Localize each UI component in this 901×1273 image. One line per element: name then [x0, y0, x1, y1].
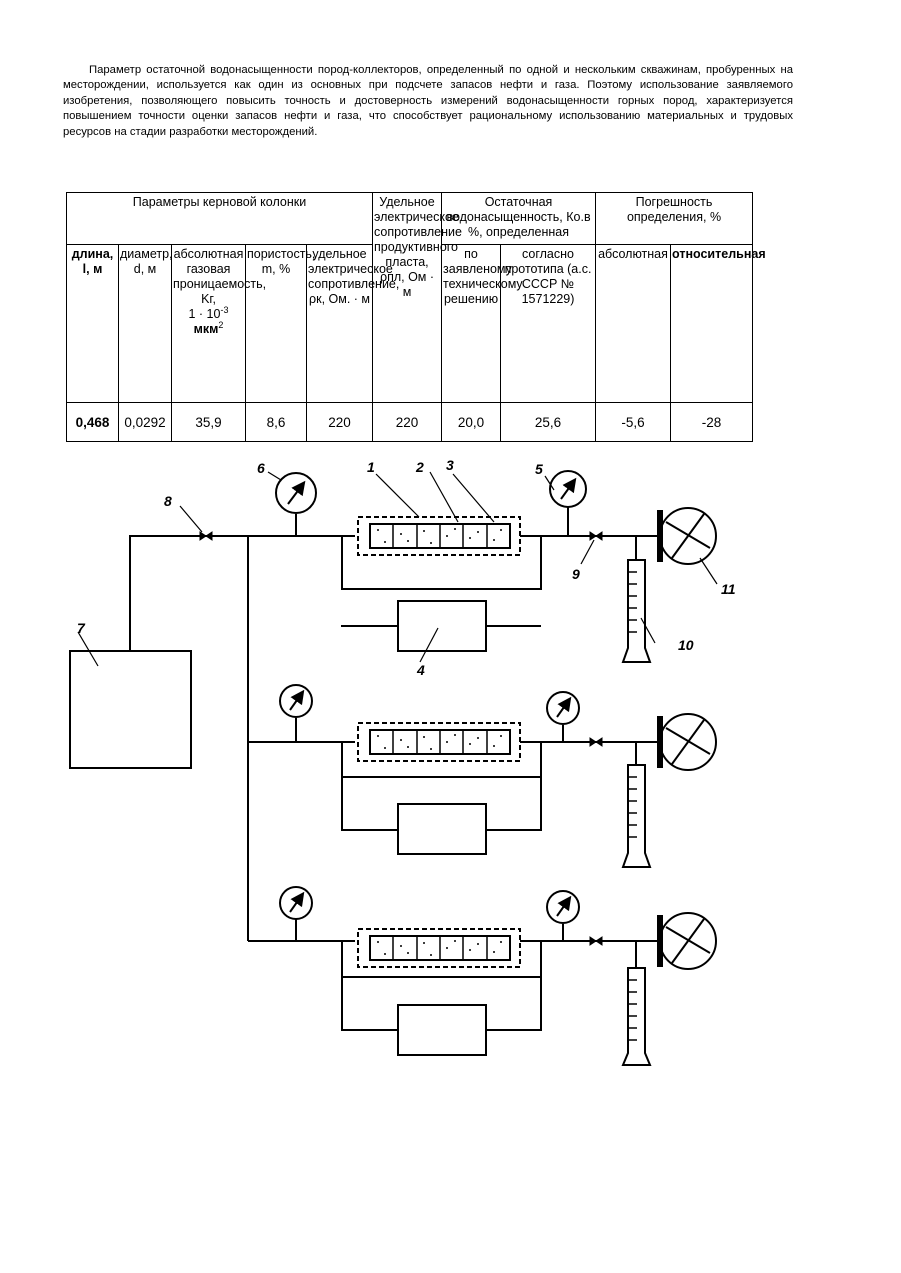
meter-2: [398, 804, 486, 854]
cell-permeability: 35,9: [172, 403, 246, 442]
table-row: 0,468 0,0292 35,9 8,6 220 220 20,0 25,6 …: [67, 403, 753, 442]
body-paragraph: Параметр остаточной водонасыщенности пор…: [63, 63, 793, 140]
header-permeability: абсолютная газовая проницаемость, Kг,1 ·…: [172, 245, 246, 403]
label-2: 2: [415, 459, 424, 475]
label-10: 10: [678, 637, 694, 653]
electric-loop-2: [342, 742, 541, 777]
results-table: Параметры керновой колонки Удельное элек…: [66, 192, 753, 442]
cell-relative: -28: [671, 403, 753, 442]
electric-loop-1: [342, 536, 541, 589]
core-holder-3: [358, 929, 520, 967]
header-core-resistance: удельное электрическое сопротивление, ρк…: [307, 245, 373, 403]
header-specific-resistance: Удельное электрическое сопротивление про…: [373, 193, 442, 403]
cell-core-resistance: 220: [307, 403, 373, 442]
cell-specific-resistance: 220: [373, 403, 442, 442]
label-1: 1: [367, 459, 375, 475]
label-6: 6: [257, 460, 265, 476]
header-by-solution: по заявленому техническому решению: [442, 245, 501, 403]
permeability-unit-sq: 2: [218, 320, 223, 330]
permeability-unit-exp: -3: [220, 305, 228, 315]
header-by-prototype: согласно прототипа (а.с. СССР № 1571229): [501, 245, 596, 403]
core-holder-2: [358, 723, 520, 761]
label-4: 4: [416, 662, 425, 678]
label-7: 7: [77, 620, 86, 636]
header-absolute: абсолютная: [596, 245, 671, 403]
label-3: 3: [446, 457, 454, 473]
body-paragraph-text: Параметр остаточной водонасыщенности пор…: [63, 64, 793, 138]
graduated-cylinder-10: [623, 560, 650, 662]
label-9: 9: [572, 566, 580, 582]
permeability-unit-label: мкм: [194, 322, 219, 336]
permeability-unit-base: 1 · 10: [189, 307, 221, 321]
cell-diameter: 0,0292: [119, 403, 172, 442]
meter-3: [398, 1005, 486, 1055]
cell-porosity: 8,6: [246, 403, 307, 442]
header-residual-saturation: Остаточная водонасыщенность, Ко.в %, опр…: [442, 193, 596, 245]
header-error: Погрешность определения, %: [596, 193, 753, 245]
label-5: 5: [535, 461, 543, 477]
header-core-params: Параметры керновой колонки: [67, 193, 373, 245]
graduated-cylinder-2: [623, 765, 650, 867]
label-8: 8: [164, 493, 172, 509]
meter-4: [398, 601, 486, 651]
cell-absolute: -5,6: [596, 403, 671, 442]
header-porosity: пористость, m, %: [246, 245, 307, 403]
cell-by-solution: 20,0: [442, 403, 501, 442]
label-11: 11: [721, 581, 736, 597]
gas-source-7: [70, 651, 191, 768]
supply-pipe: [130, 536, 355, 651]
cell-by-prototype: 25,6: [501, 403, 596, 442]
apparatus-diagram: 1 2 3 4 5 6 7 8 9 10 11: [0, 450, 901, 1080]
table-group-header-row: Параметры керновой колонки Удельное элек…: [67, 193, 753, 245]
header-diameter: диаметр, d, м: [119, 245, 172, 403]
header-length: длина, l, м: [67, 245, 119, 403]
header-relative: относительная: [671, 245, 753, 403]
cell-length: 0,468: [67, 403, 119, 442]
core-holder-1: [358, 517, 520, 555]
